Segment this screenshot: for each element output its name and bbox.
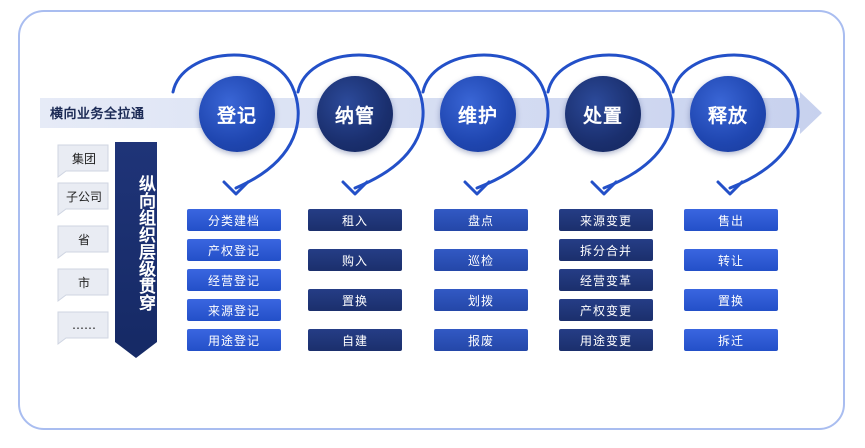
stage-item: 盘点 [434, 209, 528, 231]
stage-item: 经营登记 [187, 269, 281, 291]
stage-item: 拆分合并 [559, 239, 653, 261]
stage-circle-manage: 纳管 [317, 76, 393, 152]
stage-circle-register: 登记 [199, 76, 275, 152]
stage-item: 报废 [434, 329, 528, 351]
level-tag-more: …… [56, 312, 112, 338]
stage-circle-maintain: 维护 [440, 76, 516, 152]
vertical-arrow-tip [115, 342, 157, 358]
stage-item: 经营变革 [559, 269, 653, 291]
stage-item: 置换 [684, 289, 778, 311]
stage-item: 售出 [684, 209, 778, 231]
level-label: …… [72, 318, 96, 332]
stage-item: 置换 [308, 289, 402, 311]
level-label: 子公司 [65, 189, 102, 204]
vertical-label: 纵向组织层级贯穿 [135, 175, 155, 311]
stage-item: 巡检 [434, 249, 528, 271]
vertical-arrow-bar [115, 142, 157, 342]
level-tag-city: 市 [56, 269, 112, 295]
stage-item: 来源变更 [559, 209, 653, 231]
level-tag-subsidiary: 子公司 [56, 183, 112, 209]
stage-item: 产权登记 [187, 239, 281, 261]
stage-item: 转让 [684, 249, 778, 271]
stage-circle-release: 释放 [690, 76, 766, 152]
stage-item: 拆迁 [684, 329, 778, 351]
stage-item: 来源登记 [187, 299, 281, 321]
stage-item: 分类建档 [187, 209, 281, 231]
stage-item: 自建 [308, 329, 402, 351]
level-tag-group: 集团 [56, 145, 112, 171]
level-label: 集团 [71, 151, 96, 166]
stage-item: 购入 [308, 249, 402, 271]
level-tag-province: 省 [56, 226, 112, 252]
level-label: 省 [77, 232, 90, 247]
stage-item: 划拨 [434, 289, 528, 311]
stage-item: 租入 [308, 209, 402, 231]
horizontal-label: 横向业务全拉通 [50, 107, 145, 122]
stage-item: 用途变更 [559, 329, 653, 351]
stage-item: 产权变更 [559, 299, 653, 321]
stage-circle-dispose: 处置 [565, 76, 641, 152]
stage-item: 用途登记 [187, 329, 281, 351]
level-label: 市 [77, 275, 90, 290]
